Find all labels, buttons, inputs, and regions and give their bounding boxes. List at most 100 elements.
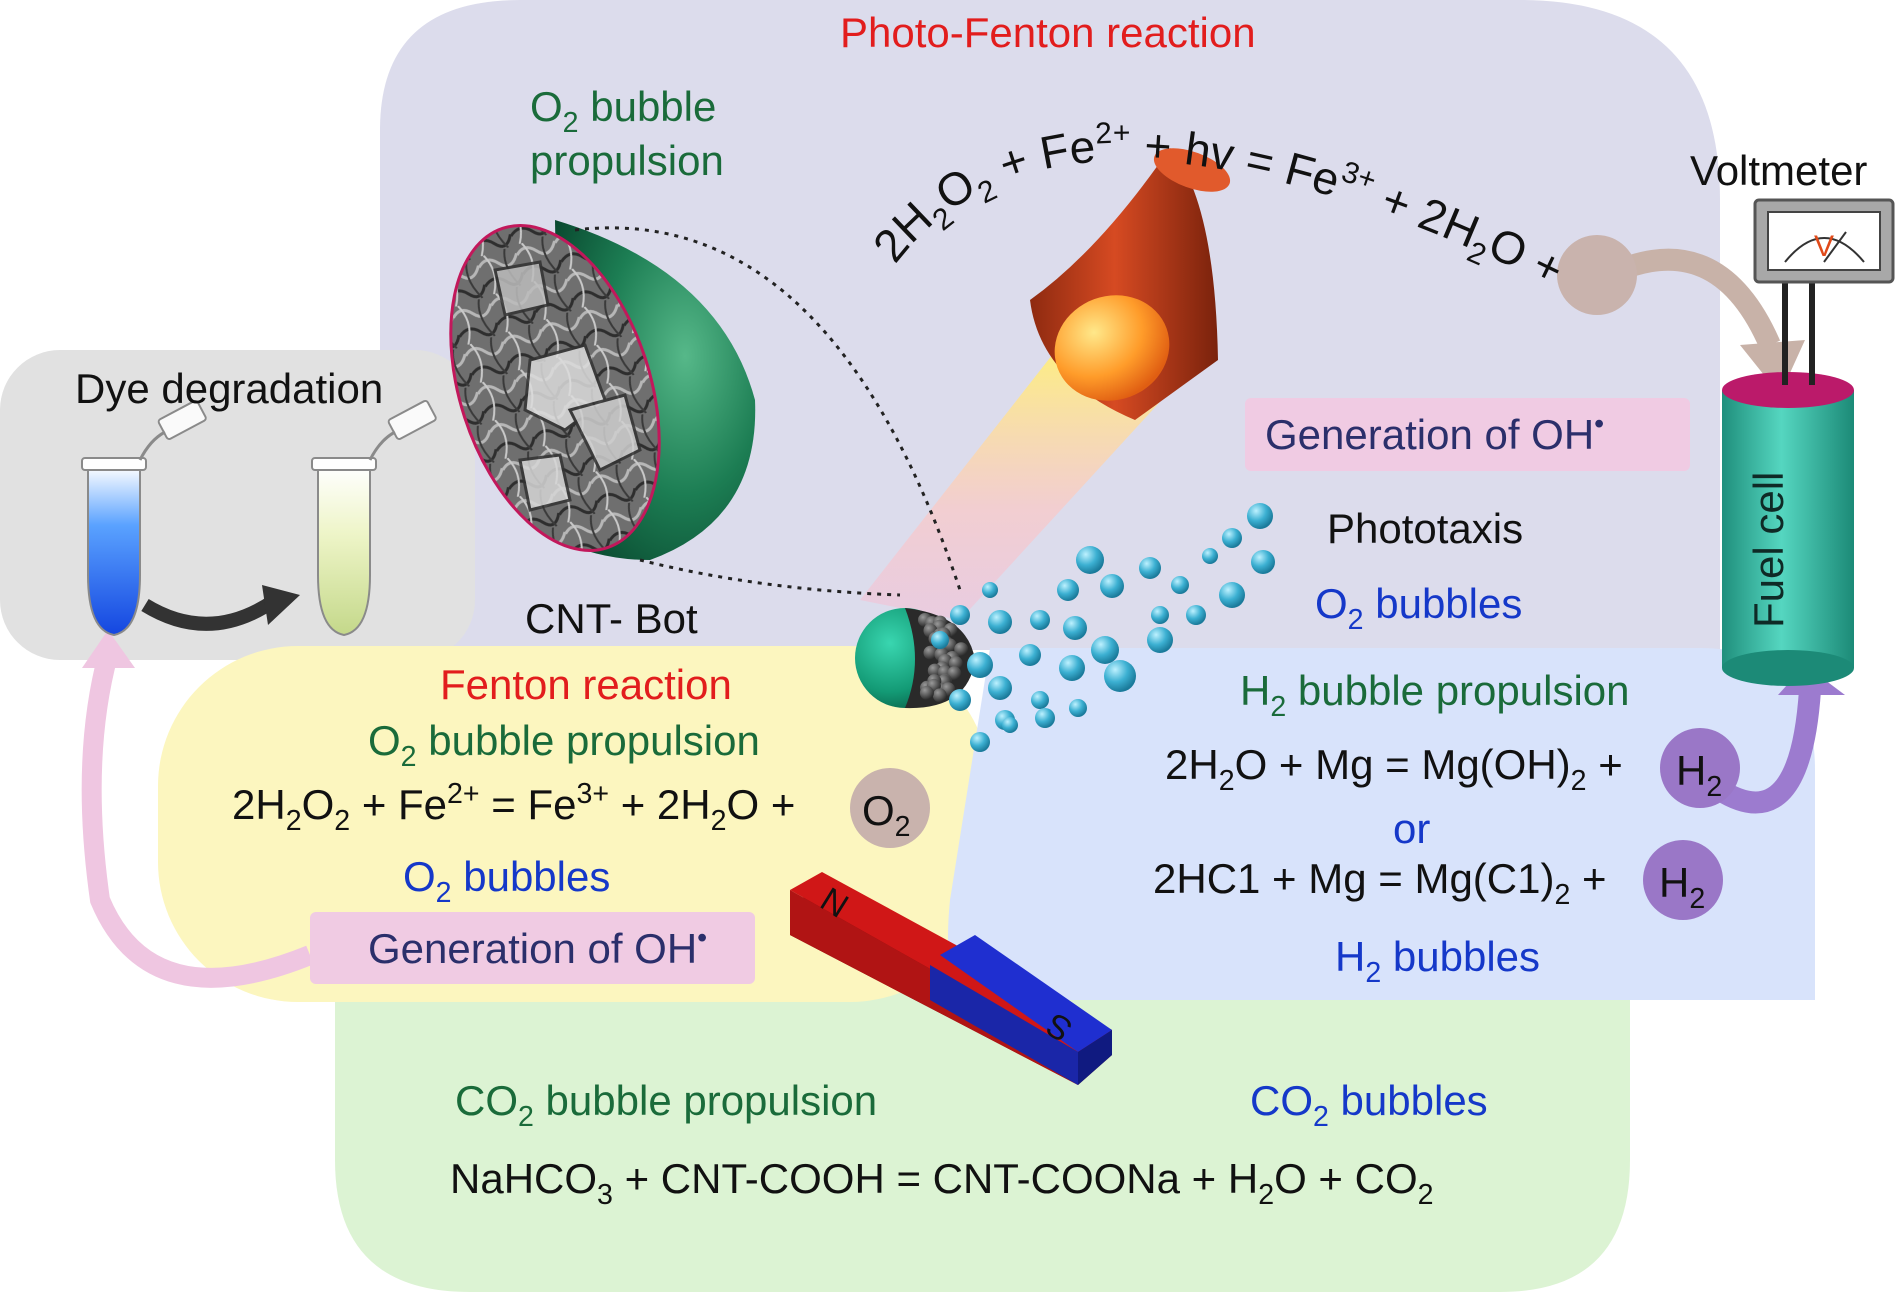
arrow-h2-to-fuel-cell — [1714, 689, 1821, 814]
h2-circle-bottom — [1643, 840, 1723, 920]
o2-bubble — [1063, 616, 1087, 640]
fenton-propulsion-label: O2 bubble propulsion — [368, 717, 760, 772]
o2-propulsion-label: O2 bubble — [530, 83, 717, 138]
oh-text-fenton: Generation of OH — [368, 925, 698, 972]
fenton-prop-a: O — [368, 717, 401, 764]
eq-sup: 2+ — [447, 778, 480, 811]
fenton-prop-sub: 2 — [400, 740, 417, 773]
o2-bubble — [988, 610, 1012, 634]
o2-bubble — [1019, 644, 1041, 666]
catalyst-ball — [919, 685, 934, 700]
voltmeter-label: Voltmeter — [1690, 147, 1868, 194]
eq-part: + CNT-COOH = CNT-COONa + H — [612, 1155, 1259, 1202]
arrow-head-o2 — [1740, 340, 1805, 395]
eq-part: O + — [726, 781, 796, 828]
cb-sub: 2 — [1313, 1100, 1329, 1133]
sem-hemisphere-icon — [449, 220, 756, 560]
catalyst-ball — [932, 688, 947, 703]
fb-a: O — [403, 853, 436, 900]
h2p-a: H — [1240, 667, 1271, 714]
eq-part: 2H — [1165, 741, 1219, 788]
eq-sup: 3+ — [576, 778, 610, 811]
dye-arrow-head — [262, 585, 300, 625]
oh-radical-mark-fenton: • — [697, 922, 708, 955]
o2-bubble — [1091, 636, 1119, 664]
oh-generation-photo: Generation of OH• — [1265, 410, 1604, 456]
co2-equation: NaHCO3 + CNT-COOH = CNT-COONa + H2O + CO… — [450, 1155, 1434, 1210]
o2-bubbles-photo: O2 bubbles — [1315, 580, 1522, 635]
hb-sub: 2 — [1365, 956, 1382, 989]
o2-bubble — [982, 582, 998, 598]
o2-bubble — [967, 652, 993, 678]
eq-sub: 2 — [1570, 764, 1587, 797]
eq-part: + 2H — [609, 781, 711, 828]
o2-bubble — [1139, 557, 1161, 579]
o2-bubble — [1151, 606, 1169, 624]
o2-bubble — [1219, 582, 1245, 608]
eq-part: 2H — [232, 781, 286, 828]
eq-part: 2HC1 + Mg = Mg(C1) — [1153, 855, 1555, 902]
co2p-a: CO — [455, 1077, 518, 1124]
o2-letter: O — [530, 83, 563, 130]
fenton-equation: 2H2O2 + Fe2+ = Fe3+ + 2H2O + — [232, 780, 796, 835]
eq-part: O + CO — [1274, 1155, 1418, 1202]
circle-sub: 2 — [894, 810, 911, 843]
arrow-o2-to-fuel-cell — [1615, 248, 1781, 350]
arrow-head-oh — [82, 630, 135, 668]
eq-sub: 2 — [334, 804, 351, 837]
o2-bubble — [970, 732, 990, 752]
oh-generation-fenton: Generation of OH• — [368, 924, 707, 972]
o2-bubble — [1076, 546, 1104, 574]
cb-b: bubbles — [1328, 1077, 1488, 1124]
light-lamp-icon — [1030, 148, 1231, 420]
o2-bubble — [950, 605, 970, 625]
eq-sub: 2 — [1258, 1178, 1275, 1211]
hb-a: H — [1335, 933, 1366, 980]
arrow-oh-to-dye — [81, 652, 314, 988]
o2-circle-photo — [1557, 235, 1637, 315]
eq-part: O — [301, 781, 335, 828]
o2-bubble — [1035, 708, 1055, 728]
or-label: or — [1393, 805, 1431, 852]
catalyst-ball — [923, 645, 938, 660]
o2-bubble — [1030, 610, 1050, 630]
o2-bubble — [1222, 528, 1242, 548]
magnet-icon — [790, 872, 1112, 1085]
h2p-b: bubble propulsion — [1286, 667, 1630, 714]
oh-radical-mark: • — [1594, 408, 1605, 441]
o2-bubble — [1171, 576, 1189, 594]
cnt-bot-icon — [855, 608, 975, 709]
catalyst-ball — [954, 642, 969, 657]
h2-circle-label-top: H2 — [1676, 750, 1722, 802]
h2-equation-2: 2HC1 + Mg = Mg(C1)2 + — [1153, 855, 1607, 910]
cnt-bot-label: CNT- Bot — [525, 595, 698, 642]
voltmeter-dial-label: V — [1814, 230, 1835, 263]
eq-sub: 3 — [597, 1178, 613, 1211]
h2-circle-top — [1660, 728, 1740, 808]
tube-icon — [311, 399, 437, 637]
phototaxis-label: Phototaxis — [1327, 505, 1524, 552]
o2-bubble — [1100, 574, 1124, 598]
h2p-sub: 2 — [1270, 690, 1287, 723]
eq-sub: 2 — [285, 804, 302, 837]
fenton-title: Fenton reaction — [440, 661, 732, 708]
fuel-cell-label: Fuel cell — [1745, 471, 1792, 628]
co2p-b: bubble propulsion — [533, 1077, 878, 1124]
eq-part: = Fe — [479, 781, 577, 828]
fenton-prop-b: bubble propulsion — [416, 717, 760, 764]
co2p-sub: 2 — [518, 1100, 534, 1133]
bubble-group — [931, 503, 1275, 752]
eq-part: NaHCO — [450, 1155, 598, 1202]
o2-bubble — [1186, 605, 1206, 625]
o2-bubbles-a: O — [1315, 580, 1348, 627]
o2-sub: 2 — [562, 106, 579, 139]
h-sub: 2 — [1689, 882, 1706, 915]
o2-rest: bubble — [578, 83, 717, 130]
o2-bubble — [1104, 660, 1136, 692]
zoom-line-bottom — [639, 558, 901, 597]
co2-propulsion-label: CO2 bubble propulsion — [455, 1077, 878, 1132]
tube-icon — [81, 399, 207, 637]
h2-propulsion-label: H2 bubble propulsion — [1240, 667, 1630, 722]
